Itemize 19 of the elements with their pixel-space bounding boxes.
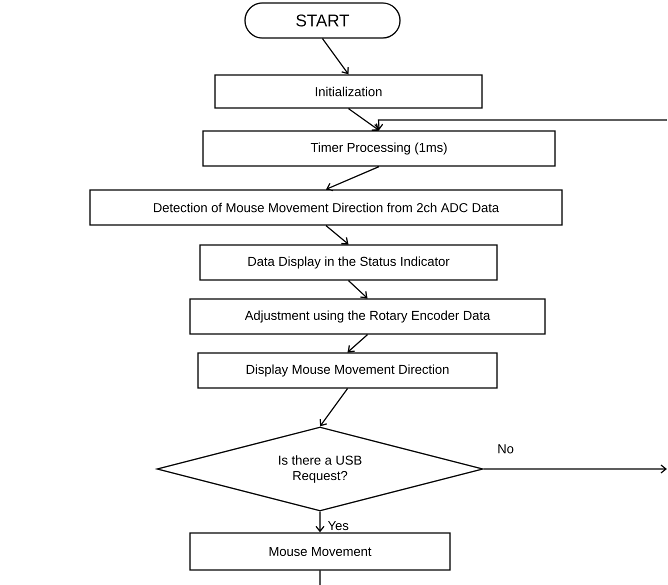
edge-label: No [496, 443, 515, 454]
arrow [348, 280, 368, 298]
process-box: Mouse Movement [189, 532, 451, 571]
arrow [374, 119, 667, 130]
arrow [316, 512, 325, 532]
arrow [326, 225, 348, 244]
edge-label: Yes [326, 520, 350, 532]
arrow [320, 388, 348, 426]
process-box: Timer Processing (1ms) [202, 130, 556, 167]
arrow [326, 166, 380, 192]
process-box: Display Mouse Movement Direction [197, 352, 498, 389]
process-box: Initialization [214, 74, 483, 109]
process-box: Data Display in the Status Indicator [199, 244, 498, 281]
arrow [348, 108, 379, 131]
process-box: Adjustment using the Rotary Encoder Data [189, 298, 546, 335]
arrow [322, 38, 349, 74]
process-box: Detection of Mouse Movement Direction from 2ch ADC Data [89, 189, 563, 226]
arrow [348, 334, 368, 352]
arrow [484, 464, 667, 474]
